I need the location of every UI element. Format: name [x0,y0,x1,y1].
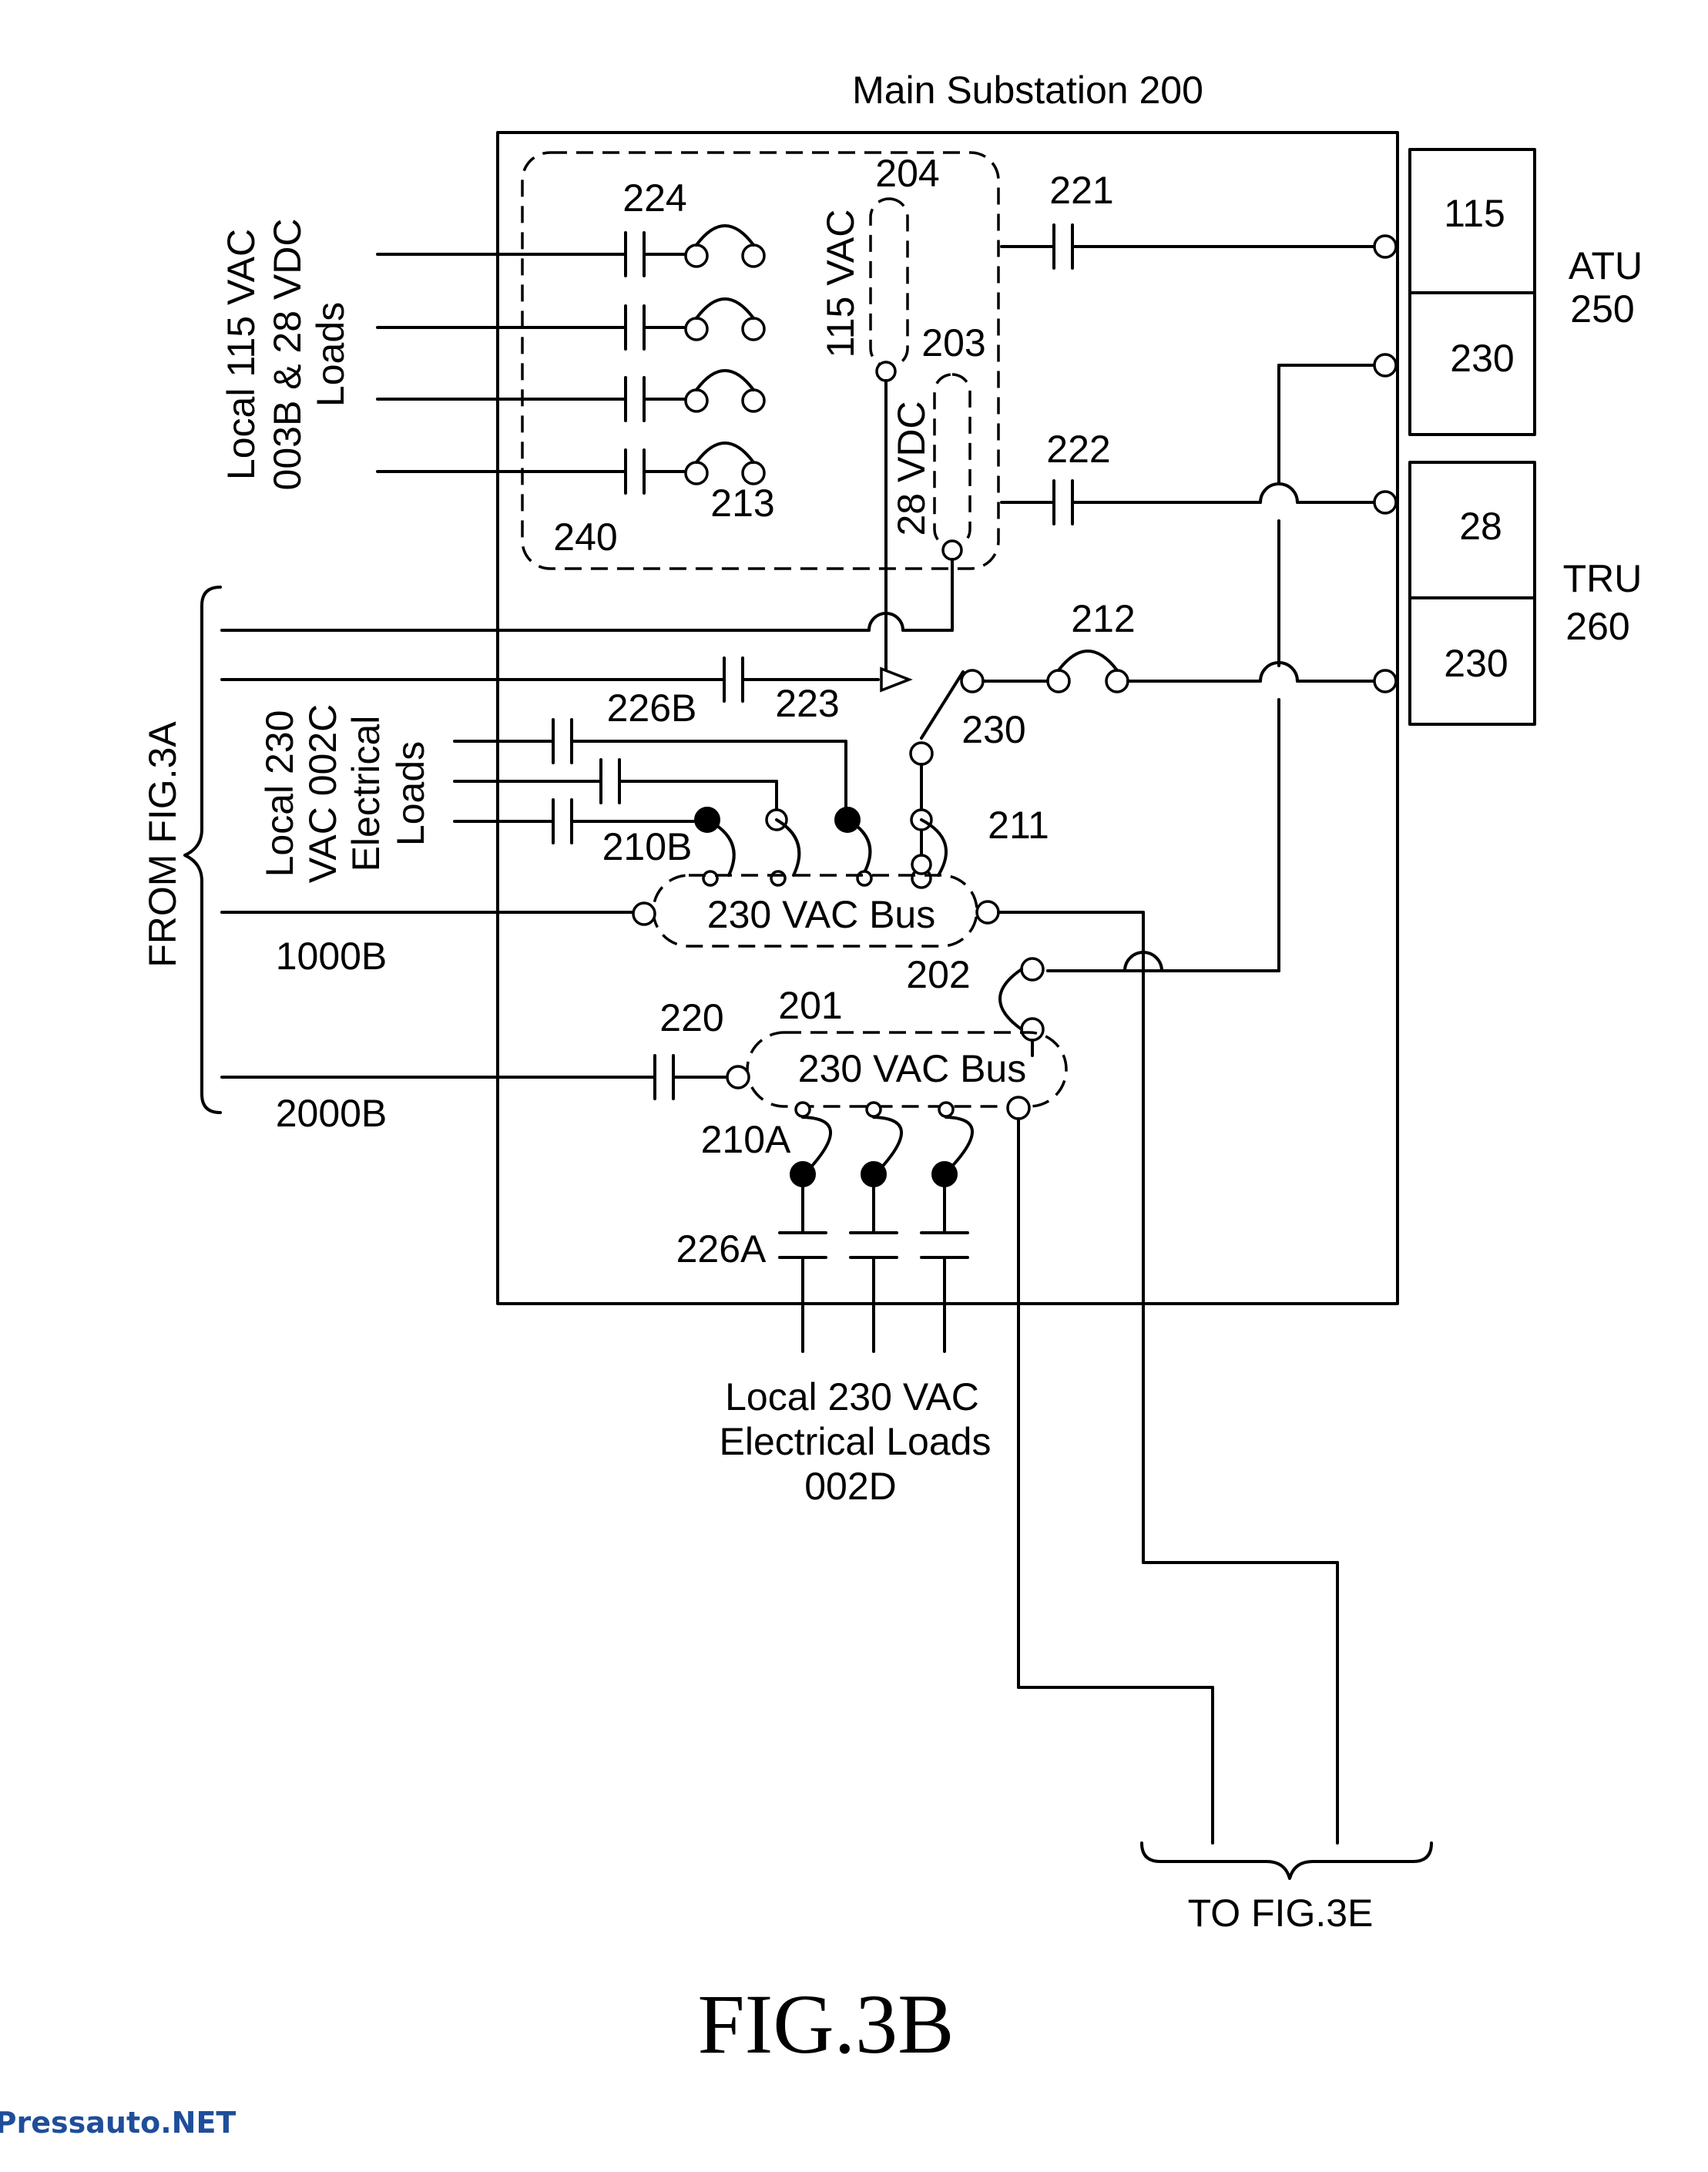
tru-number: 260 [1565,605,1629,648]
from-fig-label: FROM FIG.3A [141,721,184,968]
ref-226a: 226A [676,1227,767,1271]
bus-204-115vac [869,197,909,368]
ref-204: 204 [875,152,939,195]
bus-230-upper-wiring [220,900,1339,1845]
local-230-002c-label: Local 230 VAC 002C Electrical Loads [258,704,432,884]
atu-name: ATU [1569,244,1643,287]
local-115-loads-label: Local 115 VAC 003B & 28 VDC Loads [220,219,352,491]
ref-240: 240 [553,515,617,559]
tru-28-feed [1000,479,1398,525]
figure-caption: FIG.3B [697,1977,954,2071]
ref-212: 212 [1071,597,1135,640]
svg-text:003B & 28 VDC: 003B & 28 VDC [266,219,309,491]
local-230-002c-feeders [453,718,948,889]
to-fig-brace [1140,1841,1433,1880]
bus-203-terminal [941,539,963,561]
local-115-load-feeders [376,224,766,495]
bus-28-label: 28 VDC [890,401,933,535]
ref-2000b: 2000B [276,1092,388,1135]
bus-115-label: 115 VAC [819,210,862,358]
bus-230-lower-wiring [220,1054,1214,1845]
ref-230: 230 [961,708,1025,751]
local-230-002d-label: Local 230 VAC Electrical Loads 002D [720,1375,992,1508]
ref-202: 202 [906,953,970,996]
ref-201: 201 [778,984,842,1027]
ref-213: 213 [710,482,774,525]
ref-220: 220 [659,996,723,1039]
svg-text:VAC 002C: VAC 002C [301,704,344,884]
svg-text:Loads: Loads [389,741,432,846]
ref-203: 203 [921,321,985,364]
ref-210b: 210B [602,825,693,868]
switch-230-and-breaker-212 [909,650,1398,864]
atu-115-label: 115 [1444,192,1505,235]
svg-text:Loads: Loads [309,302,352,407]
ref-223: 223 [775,682,839,725]
svg-text:Local 230 VAC: Local 230 VAC [725,1375,979,1418]
diagram-title: Main Substation 200 [852,69,1203,112]
svg-text:Local 115 VAC: Local 115 VAC [220,229,263,480]
ref-226b: 226B [607,687,697,730]
local-230-002d-feeders [778,1101,974,1353]
bus-230-upper-label: 230 VAC Bus [707,893,935,936]
bus-230-lower-label: 230 VAC Bus [798,1047,1026,1090]
ref-210a: 210A [701,1118,791,1161]
bus-204-terminal [875,361,897,382]
tie-breaker-202 [998,951,1280,1057]
tru-name: TRU [1563,557,1643,600]
ref-211: 211 [988,804,1049,847]
atu-number: 250 [1570,287,1634,331]
tru-230-label: 230 [1444,642,1508,685]
ref-222: 222 [1046,428,1110,471]
svg-text:Electrical Loads: Electrical Loads [720,1420,992,1463]
watermark: Pressauto.NET [0,2106,236,2140]
tru-box [1408,461,1536,726]
ref-221: 221 [1049,169,1113,212]
ref-224: 224 [622,176,686,220]
bus-203-28vdc [933,373,971,549]
contactor-223-line [220,379,913,703]
atu-115-feed [1000,223,1398,270]
ref-1000b: 1000B [276,935,388,978]
atu-230-label: 230 [1450,337,1514,380]
load-panel-240-box [521,151,1000,570]
svg-text:Electrical: Electrical [344,716,388,872]
svg-text:002D: 002D [804,1465,897,1508]
from-fig-brace [183,586,222,1114]
tru-28-label: 28 [1459,505,1502,548]
main-substation-box [496,131,1399,1305]
dc-input-line [220,558,954,632]
to-fig-label: TO FIG.3E [1188,1892,1374,1935]
svg-text:Local 230: Local 230 [258,710,301,878]
